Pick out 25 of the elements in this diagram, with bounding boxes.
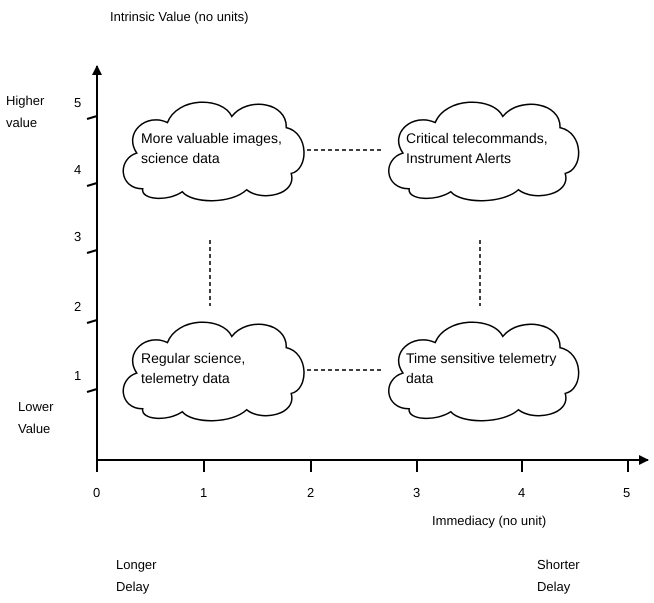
tick-label: 2 bbox=[307, 484, 316, 502]
tick-label: 0 bbox=[93, 484, 102, 502]
tick-label: 4 bbox=[518, 484, 526, 502]
connector-line bbox=[307, 149, 384, 151]
cloud-text: Regular science, telemetry data bbox=[141, 349, 246, 388]
tick-label: 5 bbox=[74, 94, 82, 112]
tick-label: 4 bbox=[74, 161, 82, 179]
tick-label: 3 bbox=[413, 484, 422, 502]
connector-line bbox=[307, 369, 384, 371]
axis-note: Shorter Delay bbox=[537, 556, 581, 596]
tick-label: 1 bbox=[200, 484, 208, 502]
axis-title: Intrinsic Value (no units) bbox=[110, 8, 250, 26]
axis-note: Longer Delay bbox=[116, 556, 158, 596]
axis-note: Higher value bbox=[6, 92, 46, 132]
connector-line bbox=[209, 240, 211, 306]
tick-label: 2 bbox=[74, 298, 82, 316]
tick-label: 5 bbox=[623, 484, 632, 502]
cloud-text: Time sensitive telemetry data bbox=[406, 349, 558, 388]
tick-label: 3 bbox=[74, 228, 82, 246]
tick-label: 1 bbox=[74, 367, 82, 385]
connector-line bbox=[479, 240, 481, 306]
cloud-text: Critical telecommands, Instrument Alerts bbox=[406, 129, 549, 168]
axis-note: Lower Value bbox=[18, 398, 54, 438]
cloud-text: More valuable images, science data bbox=[141, 129, 283, 168]
axis-title: Immediacy (no unit) bbox=[432, 512, 548, 530]
